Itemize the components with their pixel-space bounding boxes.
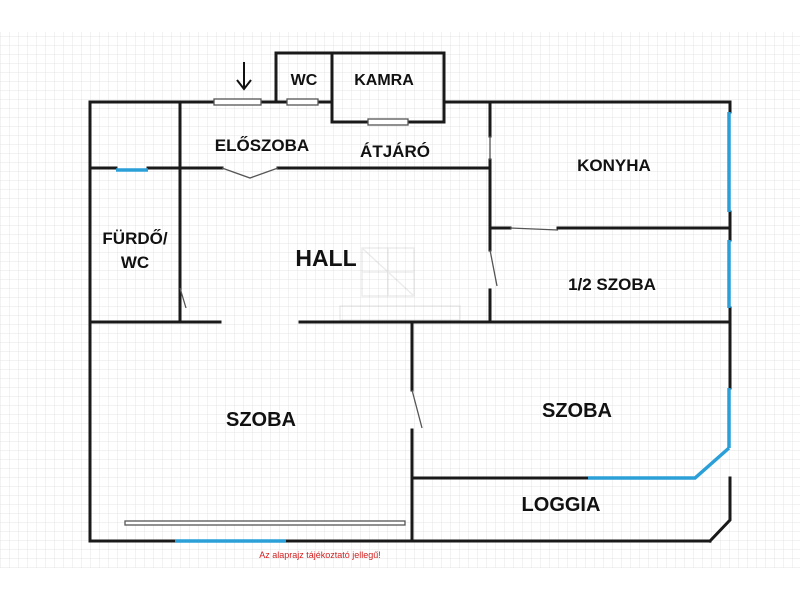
windows	[116, 112, 731, 543]
down-arrow-icon	[236, 62, 252, 91]
room-label-half-room: 1/2 SZOBA	[568, 275, 656, 294]
room-label-szoba-right: SZOBA	[542, 400, 612, 422]
room-label-loggia: LOGGIA	[522, 494, 601, 516]
walls	[88, 51, 732, 544]
disclaimer-text: Az alaprajz tájékoztató jellegű!	[259, 550, 381, 560]
room-label-wc: WC	[291, 72, 318, 89]
room-label-konyha: KONYHA	[577, 156, 651, 175]
room-label-eloszoba: ELŐSZOBA	[215, 136, 309, 155]
building-logo-icon	[339, 247, 461, 321]
room-label-szoba-left: SZOBA	[226, 409, 296, 431]
room-label-furdo-wc: WC	[121, 253, 149, 272]
room-label-hall: HALL	[295, 245, 356, 271]
doors	[124, 98, 559, 526]
grid-background	[0, 32, 800, 568]
room-label-atjaro: ÁTJÁRÓ	[360, 142, 430, 161]
room-label-kamra: KAMRA	[354, 72, 414, 89]
room-label-furdo: FÜRDŐ/	[102, 229, 167, 248]
